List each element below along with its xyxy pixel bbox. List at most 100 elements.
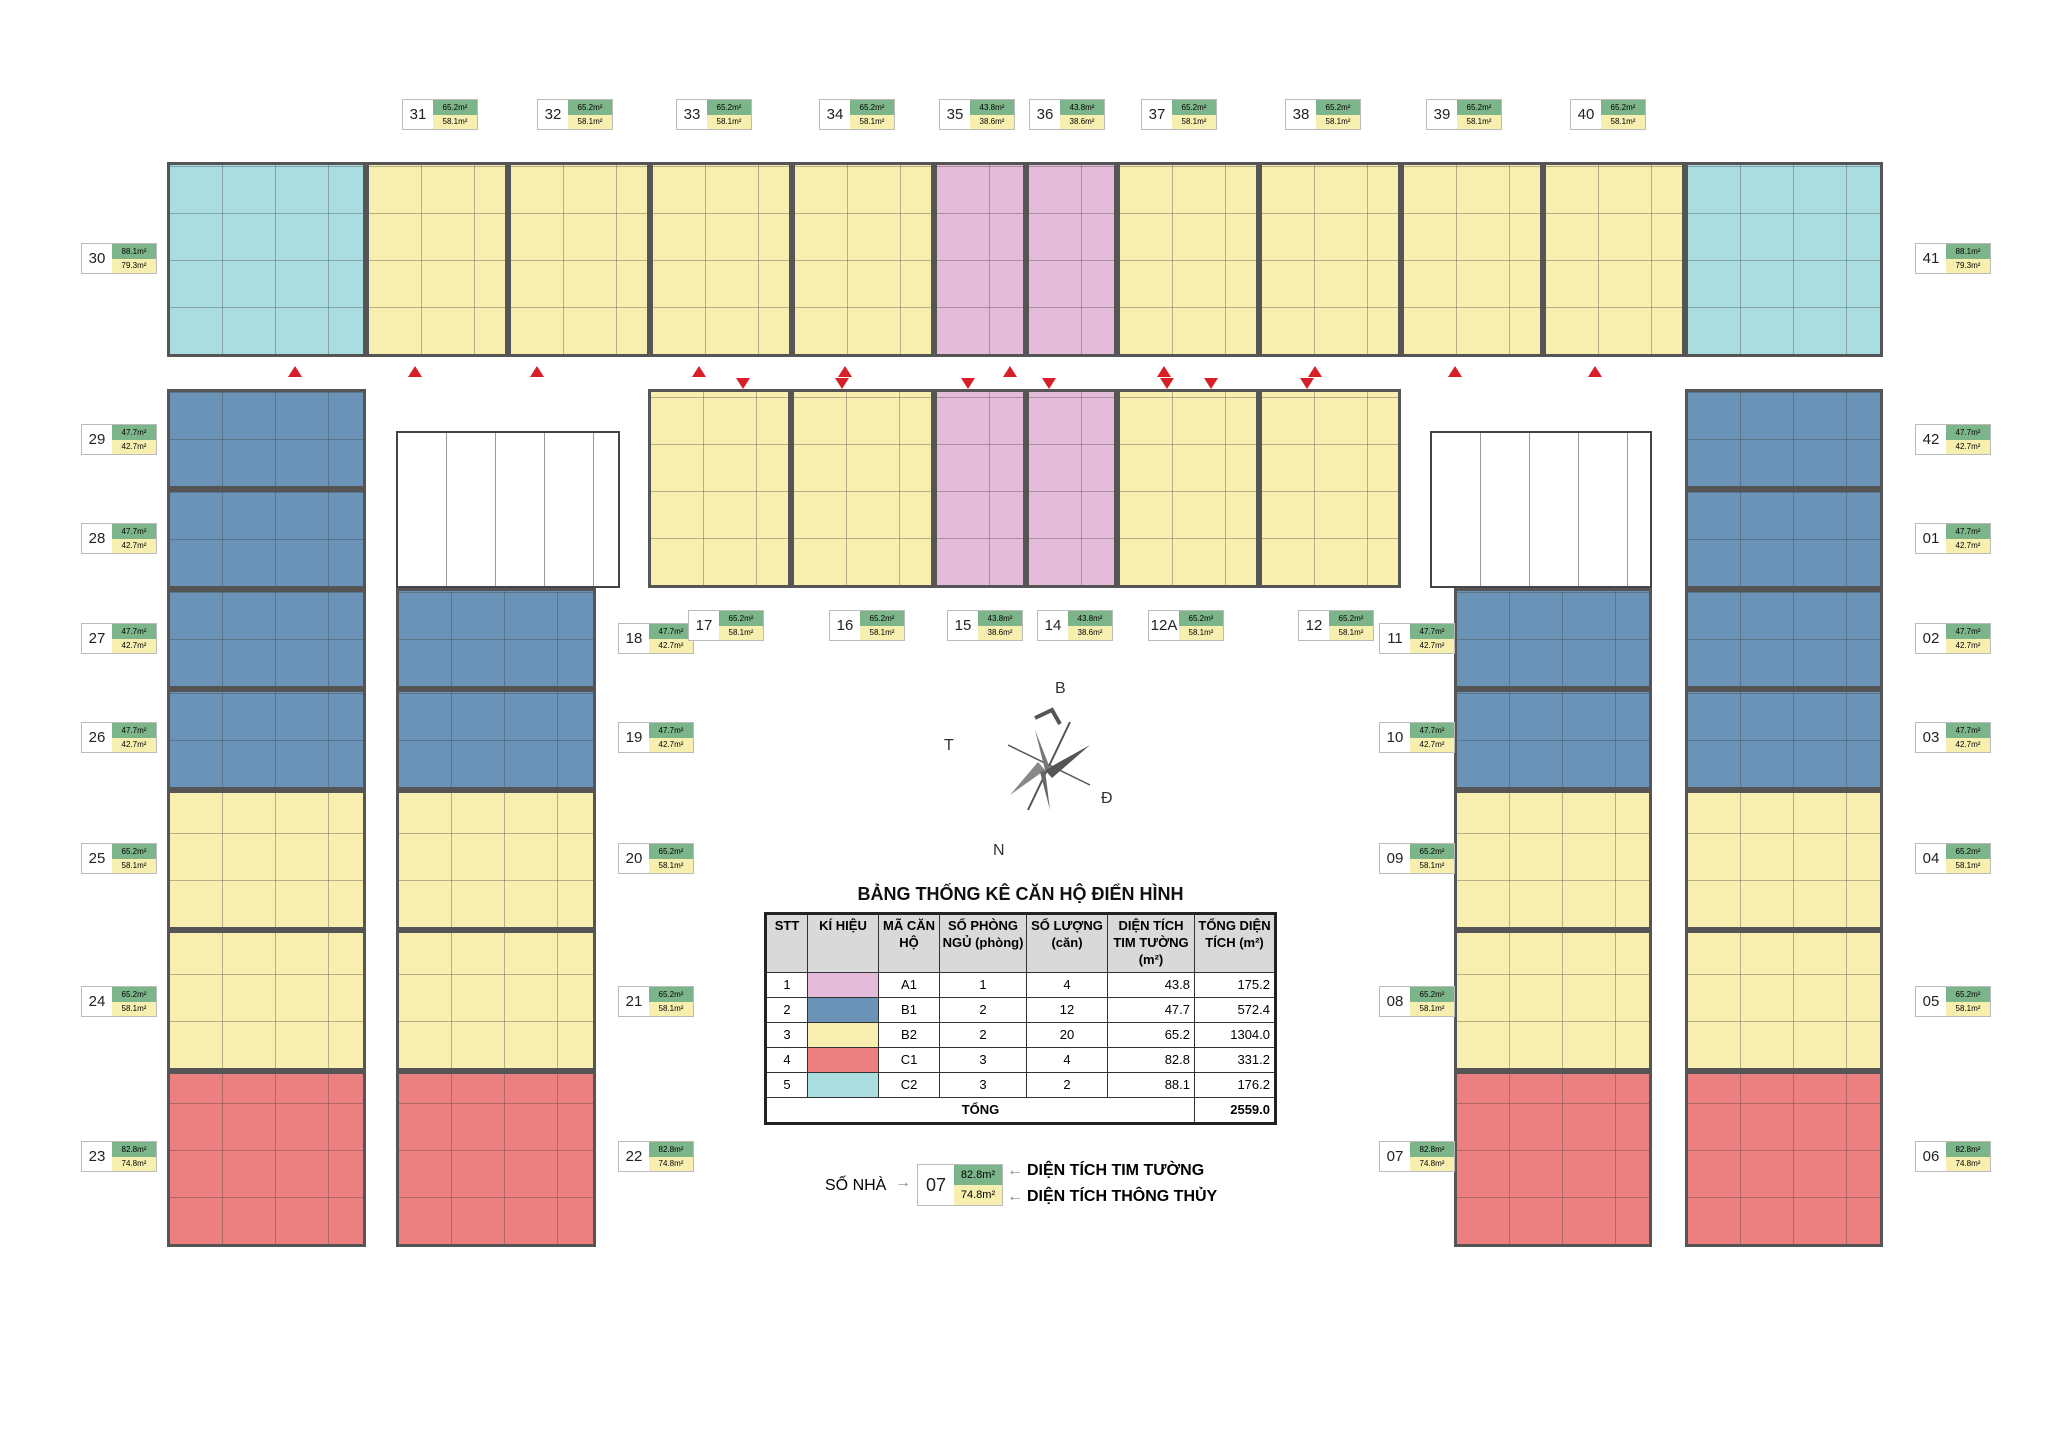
cell-code: C2 <box>878 1071 940 1098</box>
stair-core-right <box>1430 431 1652 588</box>
apartment-unit-28[interactable] <box>167 489 366 589</box>
apartment-unit-32[interactable] <box>508 162 650 357</box>
apartment-unit-12[interactable] <box>1259 389 1401 588</box>
apartment-unit-20[interactable] <box>396 790 596 930</box>
unit-area-thong-thuy: 38.6m² <box>978 625 1022 640</box>
apartment-unit-33[interactable] <box>650 162 792 357</box>
apartment-unit-23[interactable] <box>167 1071 366 1247</box>
apartment-unit-09[interactable] <box>1454 790 1652 930</box>
compass-south: N <box>993 842 1005 859</box>
unit-number: 26 <box>88 729 106 746</box>
unit-area-tim-tuong: 65.2m² <box>860 611 904 626</box>
apartment-unit-31[interactable] <box>366 162 508 357</box>
unit-number: 39 <box>1433 106 1451 123</box>
apartment-unit-39[interactable] <box>1401 162 1543 357</box>
apartment-unit-40[interactable] <box>1543 162 1685 357</box>
apartment-unit-34[interactable] <box>792 162 934 357</box>
unit-number: 28 <box>88 530 106 547</box>
apartment-unit-27[interactable] <box>167 589 366 689</box>
entrance-marker-icon <box>1160 378 1174 389</box>
apartment-unit-01[interactable] <box>1685 489 1883 589</box>
apartment-unit-29[interactable] <box>167 389 366 489</box>
entrance-marker-icon <box>408 366 422 377</box>
apartment-unit-12A[interactable] <box>1117 389 1259 588</box>
cell-symbol-swatch <box>807 1046 879 1073</box>
unit-number: 16 <box>836 617 854 634</box>
col-bedrooms: SỐ PHÒNG NGỦ (phòng) <box>939 913 1027 973</box>
compass-east: Đ <box>1101 790 1113 807</box>
apartment-unit-14[interactable] <box>1026 389 1117 588</box>
apartment-unit-02[interactable] <box>1685 589 1883 689</box>
apartment-unit-06[interactable] <box>1685 1071 1883 1247</box>
apartment-unit-16[interactable] <box>791 389 934 588</box>
unit-area-thong-thuy: 58.1m² <box>1179 625 1223 640</box>
entrance-marker-icon <box>961 378 975 389</box>
apartment-unit-08[interactable] <box>1454 930 1652 1071</box>
unit-area-thong-thuy: 58.1m² <box>568 114 612 129</box>
unit-area-tim-tuong: 65.2m² <box>649 987 693 1002</box>
unit-area-tim-tuong: 65.2m² <box>1410 987 1454 1002</box>
unit-number: 29 <box>88 431 106 448</box>
apartment-unit-42[interactable] <box>1685 389 1883 489</box>
total-value: 2559.0 <box>1194 1096 1276 1124</box>
apartment-unit-03[interactable] <box>1685 689 1883 790</box>
apartment-unit-18[interactable] <box>396 588 596 689</box>
apartment-unit-11[interactable] <box>1454 588 1652 689</box>
entrance-marker-icon <box>736 378 750 389</box>
apartment-unit-10[interactable] <box>1454 689 1652 790</box>
unit-area-thong-thuy: 79.3m² <box>112 258 156 273</box>
apartment-unit-41[interactable] <box>1685 162 1883 357</box>
apartment-unit-24[interactable] <box>167 930 366 1071</box>
legend-example-label: 07 82.8m² 74.8m² <box>917 1164 1003 1206</box>
unit-area-tim-tuong: 47.7m² <box>112 425 156 440</box>
cell-bedrooms: 3 <box>939 1071 1027 1098</box>
unit-number: 40 <box>1577 106 1595 123</box>
apartment-unit-38[interactable] <box>1259 162 1401 357</box>
cell-total: 1304.0 <box>1194 1021 1276 1048</box>
apartment-unit-37[interactable] <box>1117 162 1259 357</box>
apartment-unit-07[interactable] <box>1454 1071 1652 1247</box>
apartment-unit-21[interactable] <box>396 930 596 1071</box>
unit-area-thong-thuy: 42.7m² <box>1410 638 1454 653</box>
apartment-unit-22[interactable] <box>396 1071 596 1247</box>
apartment-unit-35[interactable] <box>934 162 1026 357</box>
apartment-unit-17[interactable] <box>648 389 791 588</box>
cell-code: B2 <box>878 1021 940 1048</box>
unit-area-tim-tuong: 47.7m² <box>112 723 156 738</box>
apartment-unit-04[interactable] <box>1685 790 1883 930</box>
cell-symbol-swatch <box>807 996 879 1023</box>
unit-area-thong-thuy: 42.7m² <box>1410 737 1454 752</box>
unit-area-thong-thuy: 58.1m² <box>1946 1001 1990 1016</box>
compass <box>990 700 1100 830</box>
apartment-unit-26[interactable] <box>167 689 366 790</box>
unit-number: 41 <box>1922 250 1940 267</box>
apartment-unit-36[interactable] <box>1026 162 1117 357</box>
apartment-unit-15[interactable] <box>934 389 1026 588</box>
unit-area-tim-tuong: 65.2m² <box>1410 844 1454 859</box>
apartment-unit-05[interactable] <box>1685 930 1883 1071</box>
apartment-stats-table: STT KÍ HIỆU MÃ CĂN HỘ SỐ PHÒNG NGỦ (phòn… <box>764 912 1277 1125</box>
unit-number: 03 <box>1922 729 1940 746</box>
unit-area-thong-thuy: 74.8m² <box>1946 1156 1990 1171</box>
col-count: SỐ LƯỢNG (căn) <box>1026 913 1108 973</box>
unit-number: 35 <box>946 106 964 123</box>
legend-so-nha: SỐ NHÀ <box>825 1177 887 1194</box>
apartment-unit-30[interactable] <box>167 162 366 357</box>
unit-area-thong-thuy: 58.1m² <box>1410 1001 1454 1016</box>
apartment-unit-19[interactable] <box>396 689 596 790</box>
apartment-unit-25[interactable] <box>167 790 366 930</box>
unit-area-tim-tuong: 47.7m² <box>112 524 156 539</box>
col-total: TỔNG DIỆN TÍCH (m²) <box>1194 913 1276 973</box>
unit-number: 34 <box>826 106 844 123</box>
